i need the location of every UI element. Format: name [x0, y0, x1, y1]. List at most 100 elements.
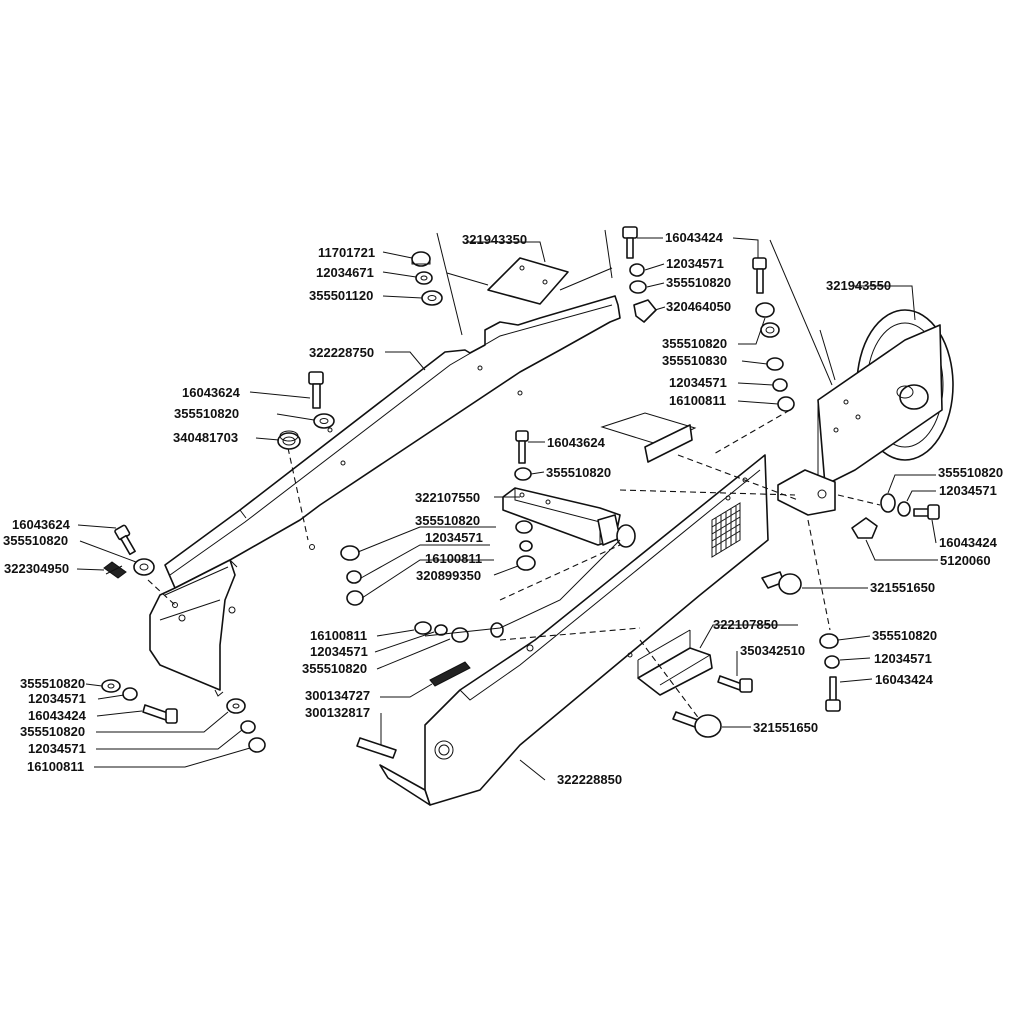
callout-c26: 16100811 — [425, 551, 482, 566]
callout-c49: 12034571 — [28, 741, 86, 756]
washer-12034671 — [415, 271, 433, 285]
callout-c3: 355501120 — [309, 288, 373, 303]
callout-c14: 355510820 — [666, 275, 731, 290]
callout-c23: 322107550 — [415, 490, 480, 505]
washer-355510820-f — [515, 520, 533, 534]
washer-12034571-h — [897, 501, 911, 517]
callout-c32: 321551650 — [870, 580, 935, 595]
washer-12034571-f — [629, 263, 645, 277]
callout-c9: 16043624 — [12, 517, 71, 532]
nut-16100811-d — [777, 396, 795, 412]
callout-c8: 340481703 — [173, 430, 238, 445]
washer-12034571-c — [346, 570, 362, 584]
callout-c20: 321943550 — [826, 278, 891, 293]
bracket-322107550 — [502, 487, 621, 546]
lower-long-rail — [379, 454, 769, 806]
washer-355510820-g — [514, 467, 532, 481]
callout-c43: 321551650 — [753, 720, 818, 735]
callout-c12: 16043424 — [665, 230, 724, 245]
vent-grille — [711, 502, 741, 558]
callout-c2: 12034671 — [316, 265, 374, 280]
nut-11701721 — [411, 251, 431, 267]
nut-16100811-b — [346, 590, 364, 606]
bolt-16043424-b — [622, 226, 638, 259]
washer-12034571-e — [434, 624, 448, 636]
bolt-16043424-a — [142, 704, 178, 724]
callout-c36: 322107850 — [713, 617, 778, 632]
bolt-16043424-d — [913, 504, 940, 520]
bolt-350342510 — [717, 675, 753, 693]
bolt-16043624-b — [114, 524, 136, 556]
callout-c33: 16100811 — [310, 628, 367, 643]
washer-355510820-h — [451, 627, 469, 643]
callout-c47: 16043424 — [28, 708, 87, 723]
callout-labels: 11701721 12034671 355501120 321943350 32… — [3, 230, 1003, 787]
washer-355510820-c — [101, 679, 121, 693]
plug-5120060 — [851, 517, 878, 539]
callout-c15: 320464050 — [666, 299, 731, 314]
callout-c28: 355510820 — [938, 465, 1003, 480]
callout-c39: 12034571 — [874, 651, 932, 666]
callout-c38: 355510820 — [872, 628, 937, 643]
washer-355510820-e — [340, 545, 360, 561]
key-300132817 — [356, 737, 397, 759]
spring-340481703 — [277, 430, 301, 450]
bolt-16043624-a — [308, 371, 324, 409]
ring-large — [616, 524, 636, 548]
callout-c10: 355510820 — [3, 533, 68, 548]
callout-c46: 12034571 — [28, 691, 86, 706]
callout-c5: 322228750 — [309, 345, 374, 360]
nut-16100811-c — [414, 621, 432, 635]
washer-12034571-i — [824, 655, 840, 669]
callout-c31: 5120060 — [940, 553, 991, 568]
callout-c7: 355510820 — [174, 406, 239, 421]
callout-c19: 16100811 — [669, 393, 726, 408]
washer-355510820-l — [880, 493, 896, 513]
washer-355510820-m — [819, 633, 839, 649]
callout-c16: 355510820 — [662, 336, 727, 351]
callout-c42: 300132817 — [305, 705, 370, 720]
upper-left-rail — [149, 295, 621, 697]
callout-c30: 16043424 — [939, 535, 998, 550]
clip-322304950 — [103, 561, 127, 579]
bolt-16043424-c — [752, 257, 767, 294]
leader-lines — [76, 237, 938, 781]
bolt-16043424-e — [825, 676, 841, 712]
mount-plate-upper — [600, 412, 697, 463]
washer-355501120 — [421, 290, 443, 306]
nut-320899350 — [516, 555, 536, 571]
washer-12034571-g — [772, 378, 788, 392]
washer-355510820-i — [629, 280, 647, 294]
callout-c13: 12034571 — [666, 256, 724, 271]
callout-c25: 12034571 — [425, 530, 483, 545]
callout-c37: 350342510 — [740, 643, 805, 658]
callout-c48: 355510820 — [20, 724, 85, 739]
connector-321551650-a — [761, 571, 802, 595]
callout-c24: 355510820 — [415, 513, 480, 528]
callout-c21: 16043624 — [547, 435, 606, 450]
ring-small — [490, 622, 504, 638]
callout-c35: 355510820 — [302, 661, 367, 676]
callout-c44: 322228850 — [557, 772, 622, 787]
callout-c4: 321943350 — [462, 232, 527, 247]
connector-321551650-b — [672, 711, 722, 738]
callout-c29: 12034571 — [939, 483, 997, 498]
nut-320464050 — [633, 299, 657, 323]
nut-16100811-a — [248, 737, 266, 753]
callout-c1: 11701721 — [318, 245, 375, 260]
callout-c50: 16100811 — [27, 759, 84, 774]
washer-12034571-d — [519, 540, 533, 552]
callout-c17: 355510830 — [662, 353, 727, 368]
callout-c45: 355510820 — [20, 676, 85, 691]
assembly-lines — [147, 409, 881, 721]
right-upright-assembly — [769, 239, 954, 516]
bracket-322107850 — [637, 629, 713, 696]
callout-c18: 12034571 — [669, 375, 727, 390]
rail-300134727 — [429, 661, 471, 687]
washer-355510820-b — [133, 558, 155, 576]
washer-12034571-b — [240, 720, 256, 734]
washer-12034571-a — [122, 687, 138, 701]
callout-c22: 355510820 — [546, 465, 611, 480]
callout-c40: 16043424 — [875, 672, 934, 687]
